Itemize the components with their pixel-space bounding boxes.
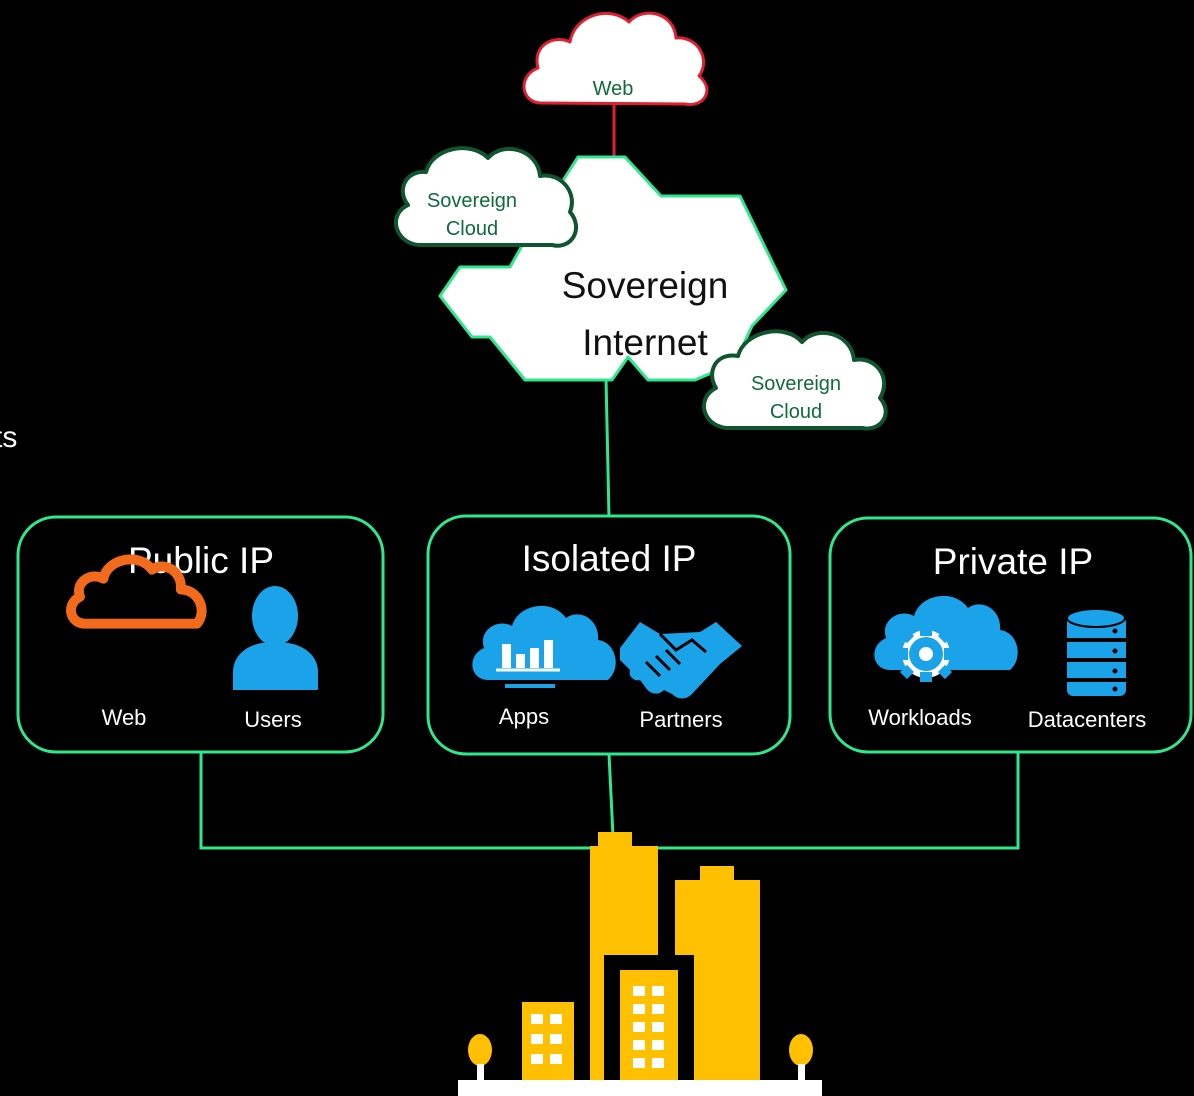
- private-ip-datacenters-label: Datacenters: [1028, 707, 1147, 732]
- connector-lines: [199, 104, 1020, 850]
- sovereign-internet-shape: [438, 155, 788, 382]
- sovereign-cloud-right-line1: Sovereign: [751, 373, 841, 395]
- sovereign-cloud-left-shape: [394, 146, 578, 248]
- isolated-ip-partners-label: Partners: [639, 707, 722, 732]
- private-ip-box: Private IP Workloads: [828, 516, 1193, 754]
- sovereign-cloud-right-line2: Cloud: [770, 401, 822, 423]
- isolated-ip-title: Isolated IP: [522, 538, 697, 579]
- internet-to-isolated-line: [604, 377, 611, 519]
- public-ip-box: Public IP Web Users: [16, 515, 385, 754]
- private-ip-to-city-line: [658, 752, 1020, 850]
- web-cloud-shape: [522, 11, 709, 107]
- database-icon: [1066, 608, 1126, 696]
- private-ip-title: Private IP: [933, 541, 1093, 582]
- isolated-ip-to-city-line: [607, 753, 615, 837]
- cloud-gear-icon: [874, 595, 1018, 682]
- sovereign-cloud-right-shape: [702, 329, 888, 431]
- sovereign-internet: Sovereign Internet: [438, 155, 788, 382]
- public-ip-to-city-line: [199, 752, 590, 850]
- public-ip-web-label: Web: [102, 705, 147, 730]
- isolated-ip-box: Isolated IP Apps Partners: [426, 514, 792, 756]
- handshake-icon: [620, 622, 742, 699]
- cloud-outline-icon: [66, 554, 207, 629]
- isolated-ip-box-frame: [426, 514, 792, 756]
- sovereign-internet-line1: Sovereign: [562, 265, 729, 306]
- sovereign-cloud-left-line2: Cloud: [446, 218, 498, 240]
- web-cloud: Web: [522, 11, 709, 107]
- cloud-apps-icon: [472, 605, 616, 688]
- sovereign-cloud-right: Sovereign Cloud: [702, 329, 888, 431]
- city-buildings-icon: [458, 832, 822, 1096]
- isolated-ip-apps-label: Apps: [499, 704, 549, 729]
- sovereign-internet-line2: Internet: [582, 322, 708, 363]
- web-cloud-label: Web: [593, 78, 634, 100]
- sovereign-cloud-left-line1: Sovereign: [427, 190, 517, 212]
- sovereign-cloud-left: Sovereign Cloud: [394, 146, 578, 248]
- private-ip-workloads-label: Workloads: [868, 705, 972, 730]
- left-edge-text-fragment: ts: [0, 421, 17, 454]
- public-ip-users-label: Users: [244, 707, 301, 732]
- user-icon: [233, 586, 318, 690]
